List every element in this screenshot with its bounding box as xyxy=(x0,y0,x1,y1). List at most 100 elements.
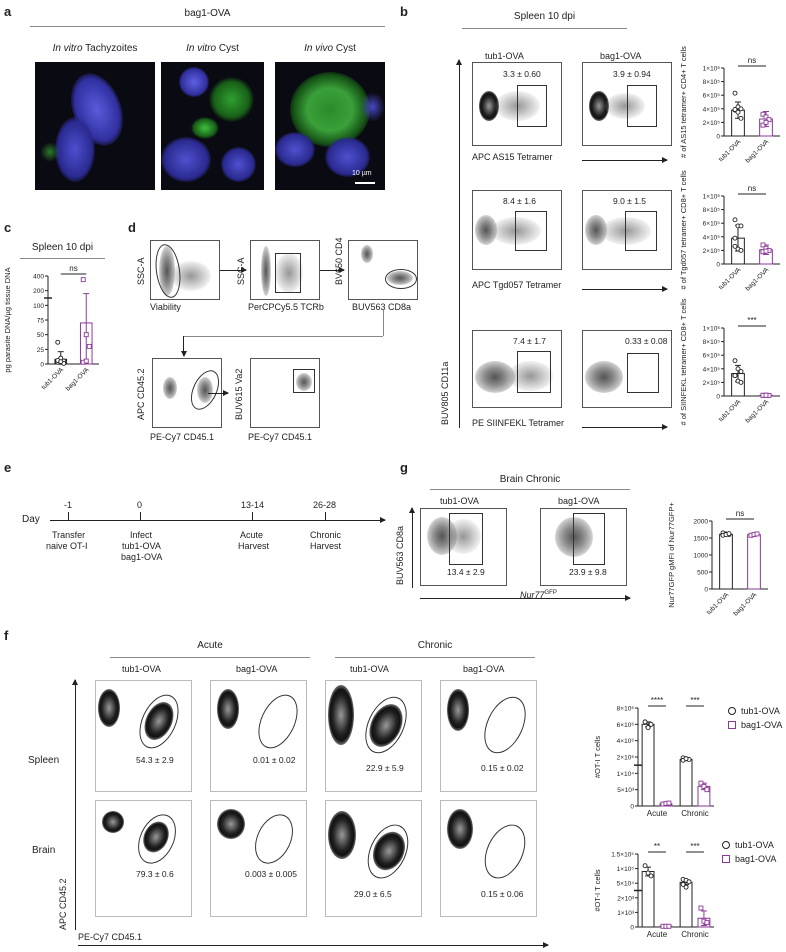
scale-bar-label: 10 µm xyxy=(352,170,372,177)
data-point xyxy=(735,366,741,372)
y-tick-label: 6×10⁵ xyxy=(703,93,721,100)
legend-item-bag1: bag1-OVA xyxy=(722,854,776,864)
significance-label: *** xyxy=(690,842,699,851)
event-text: tub1-OVA xyxy=(122,541,161,551)
data-point xyxy=(763,114,769,120)
scale-bar xyxy=(355,182,375,184)
significance-label: ns xyxy=(736,509,744,518)
flow-plot: 29.0 ± 6.5 xyxy=(325,800,422,917)
legend-item-bag1: bag1-OVA xyxy=(728,720,782,730)
timeline-tick xyxy=(252,512,253,520)
data-point xyxy=(666,923,672,929)
flow-plot: 9.0 ± 1.5 xyxy=(582,190,672,270)
header-divider xyxy=(335,657,535,658)
y-tick-label: 0 xyxy=(630,804,634,811)
data-point xyxy=(698,780,704,786)
y-tick-label: 500 xyxy=(697,570,708,577)
x-axis-arrow xyxy=(582,157,668,163)
y-tick-label: 1×10⁴ xyxy=(617,771,635,778)
data-point xyxy=(648,721,654,727)
micrograph-tachyzoites xyxy=(35,62,155,190)
y-tick-label: 1.5×10⁵ xyxy=(611,852,634,859)
data-point xyxy=(645,870,651,876)
y-tick-label: 1×10⁶ xyxy=(703,194,721,201)
event-text: naive OT-I xyxy=(46,541,88,551)
legend-item-tub1: tub1-OVA xyxy=(722,840,774,850)
bar xyxy=(641,723,655,807)
subtitle-rest: Cyst xyxy=(333,43,356,54)
gate-value: 22.9 ± 5.9 xyxy=(366,763,404,773)
micrograph-invitro-cyst xyxy=(161,62,264,190)
panel-a-header: bag1-OVA xyxy=(184,8,231,19)
y-tick-label: 400 xyxy=(33,274,44,281)
y-axis-label: BV650 CD4 xyxy=(334,237,344,285)
data-point xyxy=(80,277,86,283)
x-axis-label: APC AS15 Tetramer xyxy=(472,152,553,162)
x-axis-arrow xyxy=(420,595,631,601)
y-tick-label: 6×10⁵ xyxy=(703,353,721,360)
event-text: Infect xyxy=(130,530,153,540)
flow-plot-tcrb xyxy=(250,240,320,300)
column-label: bag1-OVA xyxy=(600,51,642,61)
y-tick-label: 4×10⁵ xyxy=(703,106,721,113)
data-point xyxy=(680,881,686,887)
subtitle-em: In vitro xyxy=(52,43,83,54)
timeline-tick xyxy=(140,512,141,520)
y-tick-label: 0 xyxy=(704,587,708,594)
gate-value: 0.15 ± 0.02 xyxy=(481,763,524,773)
significance-label: ns xyxy=(69,264,77,273)
y-axis-label: APC CD45.2 xyxy=(136,368,146,420)
data-point xyxy=(763,248,769,254)
connector-line xyxy=(183,336,383,337)
y-axis-label: BUV615 Va2 xyxy=(234,368,244,420)
header-divider xyxy=(30,26,385,27)
timeline-tick xyxy=(325,512,326,520)
x-axis-arrow xyxy=(78,942,549,948)
flow-plot: 8.4 ± 1.6 xyxy=(472,190,562,270)
y-tick-label: 200 xyxy=(33,288,44,295)
data-point xyxy=(732,217,738,223)
row-label-brain: Brain xyxy=(32,845,56,856)
panel-a-label: a xyxy=(4,4,12,19)
y-axis-label: #OT-I T cells xyxy=(593,869,602,911)
data-point xyxy=(763,119,769,125)
y-tick-label: 8×10⁶ xyxy=(617,706,635,713)
event-text: Harvest xyxy=(310,541,342,551)
y-axis-label: SSC-A xyxy=(136,257,146,285)
x-axis-label: PE-Cy7 CD45.1 xyxy=(78,932,143,942)
y-tick-label: 2×10⁵ xyxy=(703,120,721,127)
category-label: bag1-OVA xyxy=(744,266,771,293)
panel-e-label: e xyxy=(4,460,12,475)
flow-plot-viability xyxy=(150,240,220,300)
circle-marker-icon xyxy=(728,707,736,715)
category-label: Chronic xyxy=(681,930,709,939)
category-label: tub1-OVA xyxy=(718,266,743,291)
significance-label: ** xyxy=(654,842,660,851)
flow-plot-cd8 xyxy=(348,240,418,300)
y-tick-label: 2×10⁵ xyxy=(703,248,721,255)
data-point xyxy=(704,920,710,926)
x-axis-sup: GFP xyxy=(544,590,557,596)
y-tick-label: 0 xyxy=(716,262,720,269)
header-divider xyxy=(20,258,105,259)
data-point xyxy=(642,863,648,869)
flow-plot: 3.9 ± 0.94 xyxy=(582,62,672,146)
flow-plot: 13.4 ± 2.9 xyxy=(420,508,507,586)
data-point xyxy=(642,719,648,725)
x-axis-text: Nur77 xyxy=(520,590,545,600)
gate-value: 79.3 ± 0.6 xyxy=(136,869,174,879)
y-axis-label: pg parasite DNA/µg tissue DNA xyxy=(3,267,12,372)
y-tick-label: 4×10⁵ xyxy=(703,366,721,373)
data-point xyxy=(738,369,744,374)
data-point xyxy=(55,339,61,345)
event-text: Transfer xyxy=(52,530,86,540)
y-tick-label: 2×10⁵ xyxy=(703,380,721,387)
flow-plot: 0.003 ± 0.005 xyxy=(210,800,307,917)
significance-label: ns xyxy=(748,56,756,65)
day-value: -1 xyxy=(64,500,73,510)
y-tick-label: 4×10⁶ xyxy=(617,738,635,745)
